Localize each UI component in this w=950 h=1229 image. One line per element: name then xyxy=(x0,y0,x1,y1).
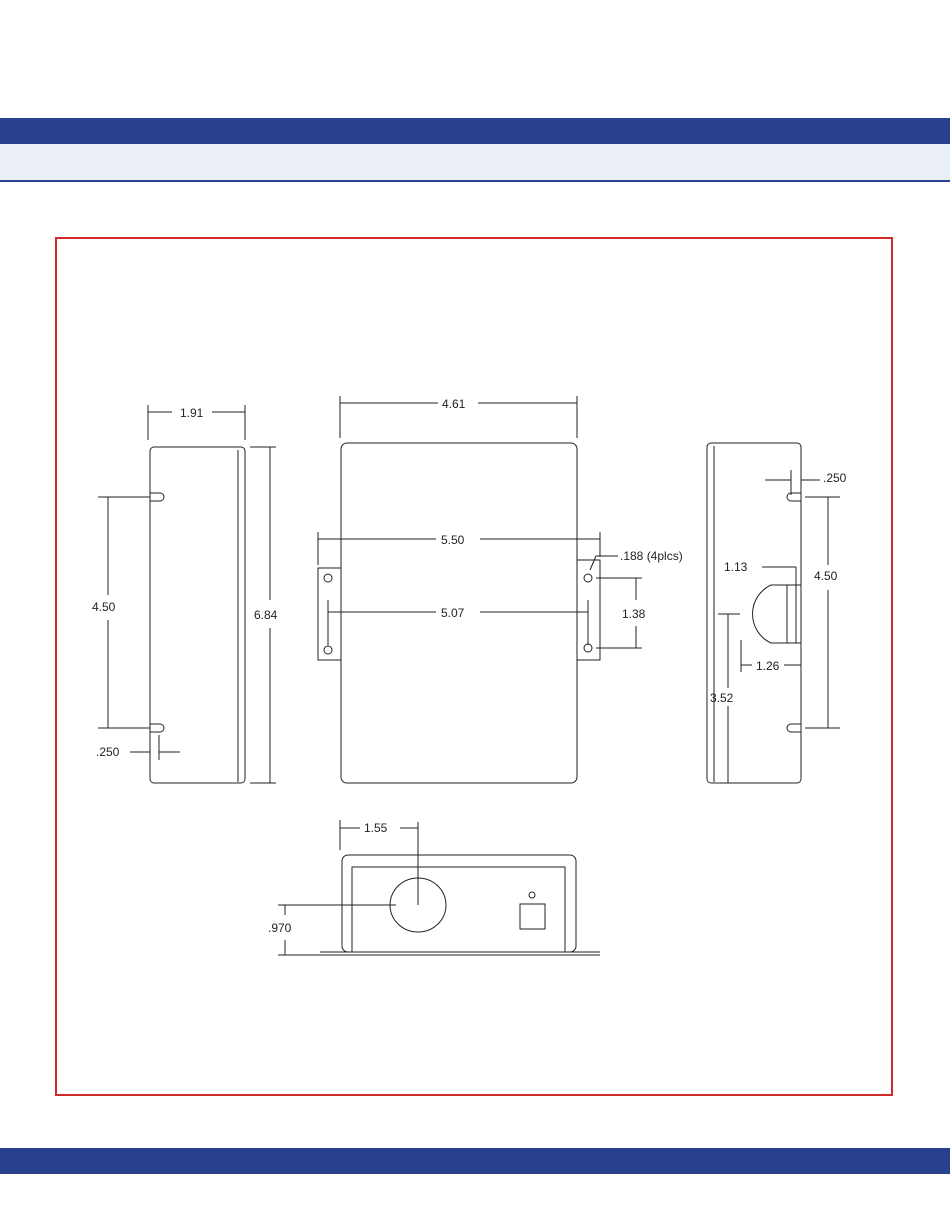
dim-front-flange-span: 5.50 xyxy=(441,533,465,547)
dim-left-hole-offset: .250 xyxy=(96,745,120,759)
dim-front-hole-vert: 1.38 xyxy=(622,607,646,621)
dim-front-hole-dia: .188 (4plcs) xyxy=(620,549,683,563)
dim-right-cutout-height: 1.13 xyxy=(724,560,748,574)
dim-bottom-hole-y: .970 xyxy=(268,921,292,935)
dim-front-width: 4.61 xyxy=(442,397,466,411)
dim-bottom-hole-x: 1.55 xyxy=(364,821,388,835)
front-view xyxy=(318,396,642,783)
left-side-view xyxy=(98,405,276,783)
dim-right-hole-offset: .250 xyxy=(823,471,847,485)
bottom-view xyxy=(278,820,600,955)
dim-left-hole-span: 4.50 xyxy=(92,600,116,614)
dim-right-cutout-width: 1.26 xyxy=(756,659,780,673)
dim-right-hole-span: 4.50 xyxy=(814,569,838,583)
dim-left-width: 1.91 xyxy=(180,406,204,420)
dim-front-hole-span: 5.07 xyxy=(441,606,465,620)
dim-right-cutout-base: 3.52 xyxy=(710,691,734,705)
dim-left-height: 6.84 xyxy=(254,608,278,622)
right-side-view xyxy=(707,443,840,783)
